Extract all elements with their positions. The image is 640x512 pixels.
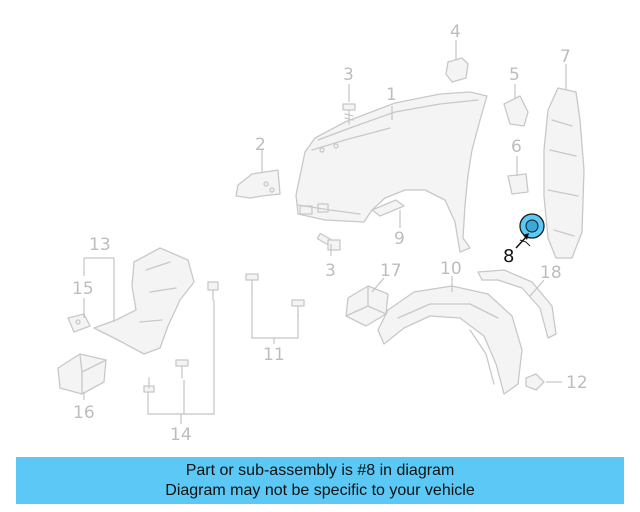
bolt-14c (143, 377, 155, 393)
fender-part (295, 91, 488, 253)
callout-8-arrowhead (523, 233, 529, 240)
nut-part-highlighted (519, 213, 545, 247)
wheel-liner-part (377, 285, 523, 395)
callout-11: 11 (263, 345, 285, 365)
callout-3-upper: 3 (343, 65, 354, 85)
fastener-11b (291, 299, 305, 317)
callout-13: 13 (89, 235, 111, 255)
caption-line-2: Diagram may not be specific to your vehi… (165, 482, 475, 499)
callout-15: 15 (72, 279, 94, 299)
trim-strip-part (477, 269, 557, 339)
push-clip-part (525, 373, 545, 391)
bolt-upper (342, 103, 356, 125)
bolt-lower (316, 232, 341, 251)
side-panel-part (543, 87, 585, 259)
leader-lines (83, 40, 567, 424)
bolt-14b (175, 359, 189, 379)
callout-1: 1 (386, 85, 397, 105)
upper-bracket-part (503, 95, 529, 127)
callout-10: 10 (440, 259, 462, 279)
bracket-part (235, 169, 281, 199)
callout-8: 8 (503, 246, 514, 267)
seal-part (371, 199, 405, 217)
callout-18: 18 (540, 263, 562, 283)
bolt-14a (207, 281, 219, 301)
clip-15-part (67, 313, 91, 333)
clip-part (507, 173, 529, 195)
small-bracket-part (445, 57, 469, 83)
front-liner-part (93, 247, 195, 355)
callout-17: 17 (380, 261, 402, 281)
callout-9: 9 (394, 229, 405, 249)
callout-7: 7 (560, 47, 571, 67)
info-banner: Part or sub-assembly is #8 in diagram Di… (16, 457, 624, 504)
callout-6: 6 (511, 137, 522, 157)
module-17-part (345, 285, 389, 327)
callout-8-leader (515, 235, 528, 249)
callout-12: 12 (566, 373, 588, 393)
callout-4: 4 (450, 22, 461, 42)
caption-line-1: Part or sub-assembly is #8 in diagram (185, 462, 455, 479)
callout-3-lower: 3 (325, 261, 336, 281)
fastener-11a (245, 273, 259, 293)
callout-2: 2 (255, 135, 266, 155)
module-16-part (57, 353, 107, 395)
callout-16: 16 (73, 403, 95, 423)
callout-5: 5 (509, 65, 520, 85)
callout-14: 14 (170, 425, 192, 445)
